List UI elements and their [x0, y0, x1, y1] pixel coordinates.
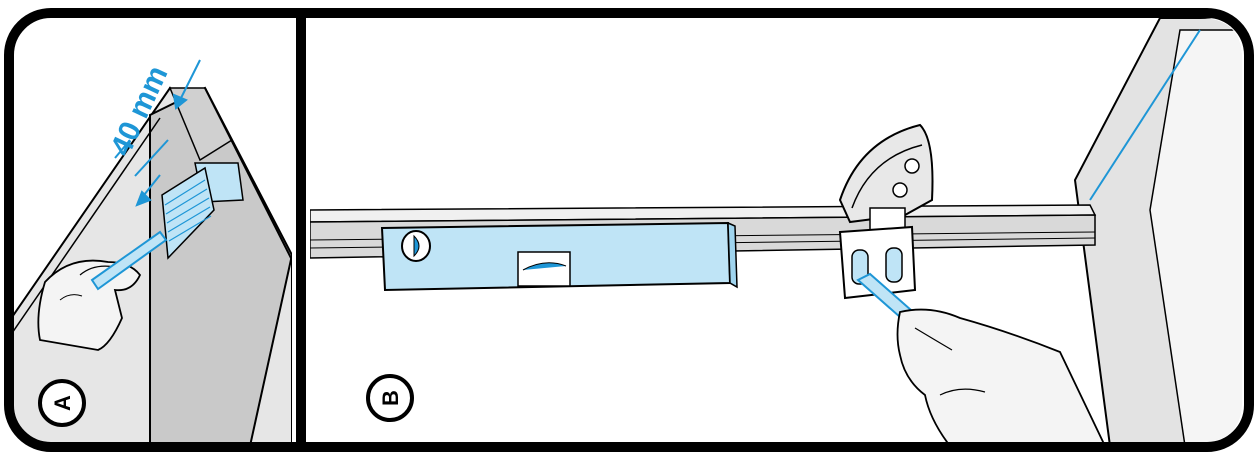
- panel-a-label: A: [50, 395, 75, 411]
- screw-icon: [905, 159, 919, 173]
- soft-close-block: [382, 223, 737, 290]
- panel-b-label: B: [378, 390, 403, 406]
- panel-b-badge: B: [368, 376, 412, 420]
- panel-b: B: [306, 14, 1250, 446]
- panel-a: 40 mm A: [10, 14, 300, 446]
- screw-icon: [893, 183, 907, 197]
- panel-a-badge: A: [40, 381, 84, 425]
